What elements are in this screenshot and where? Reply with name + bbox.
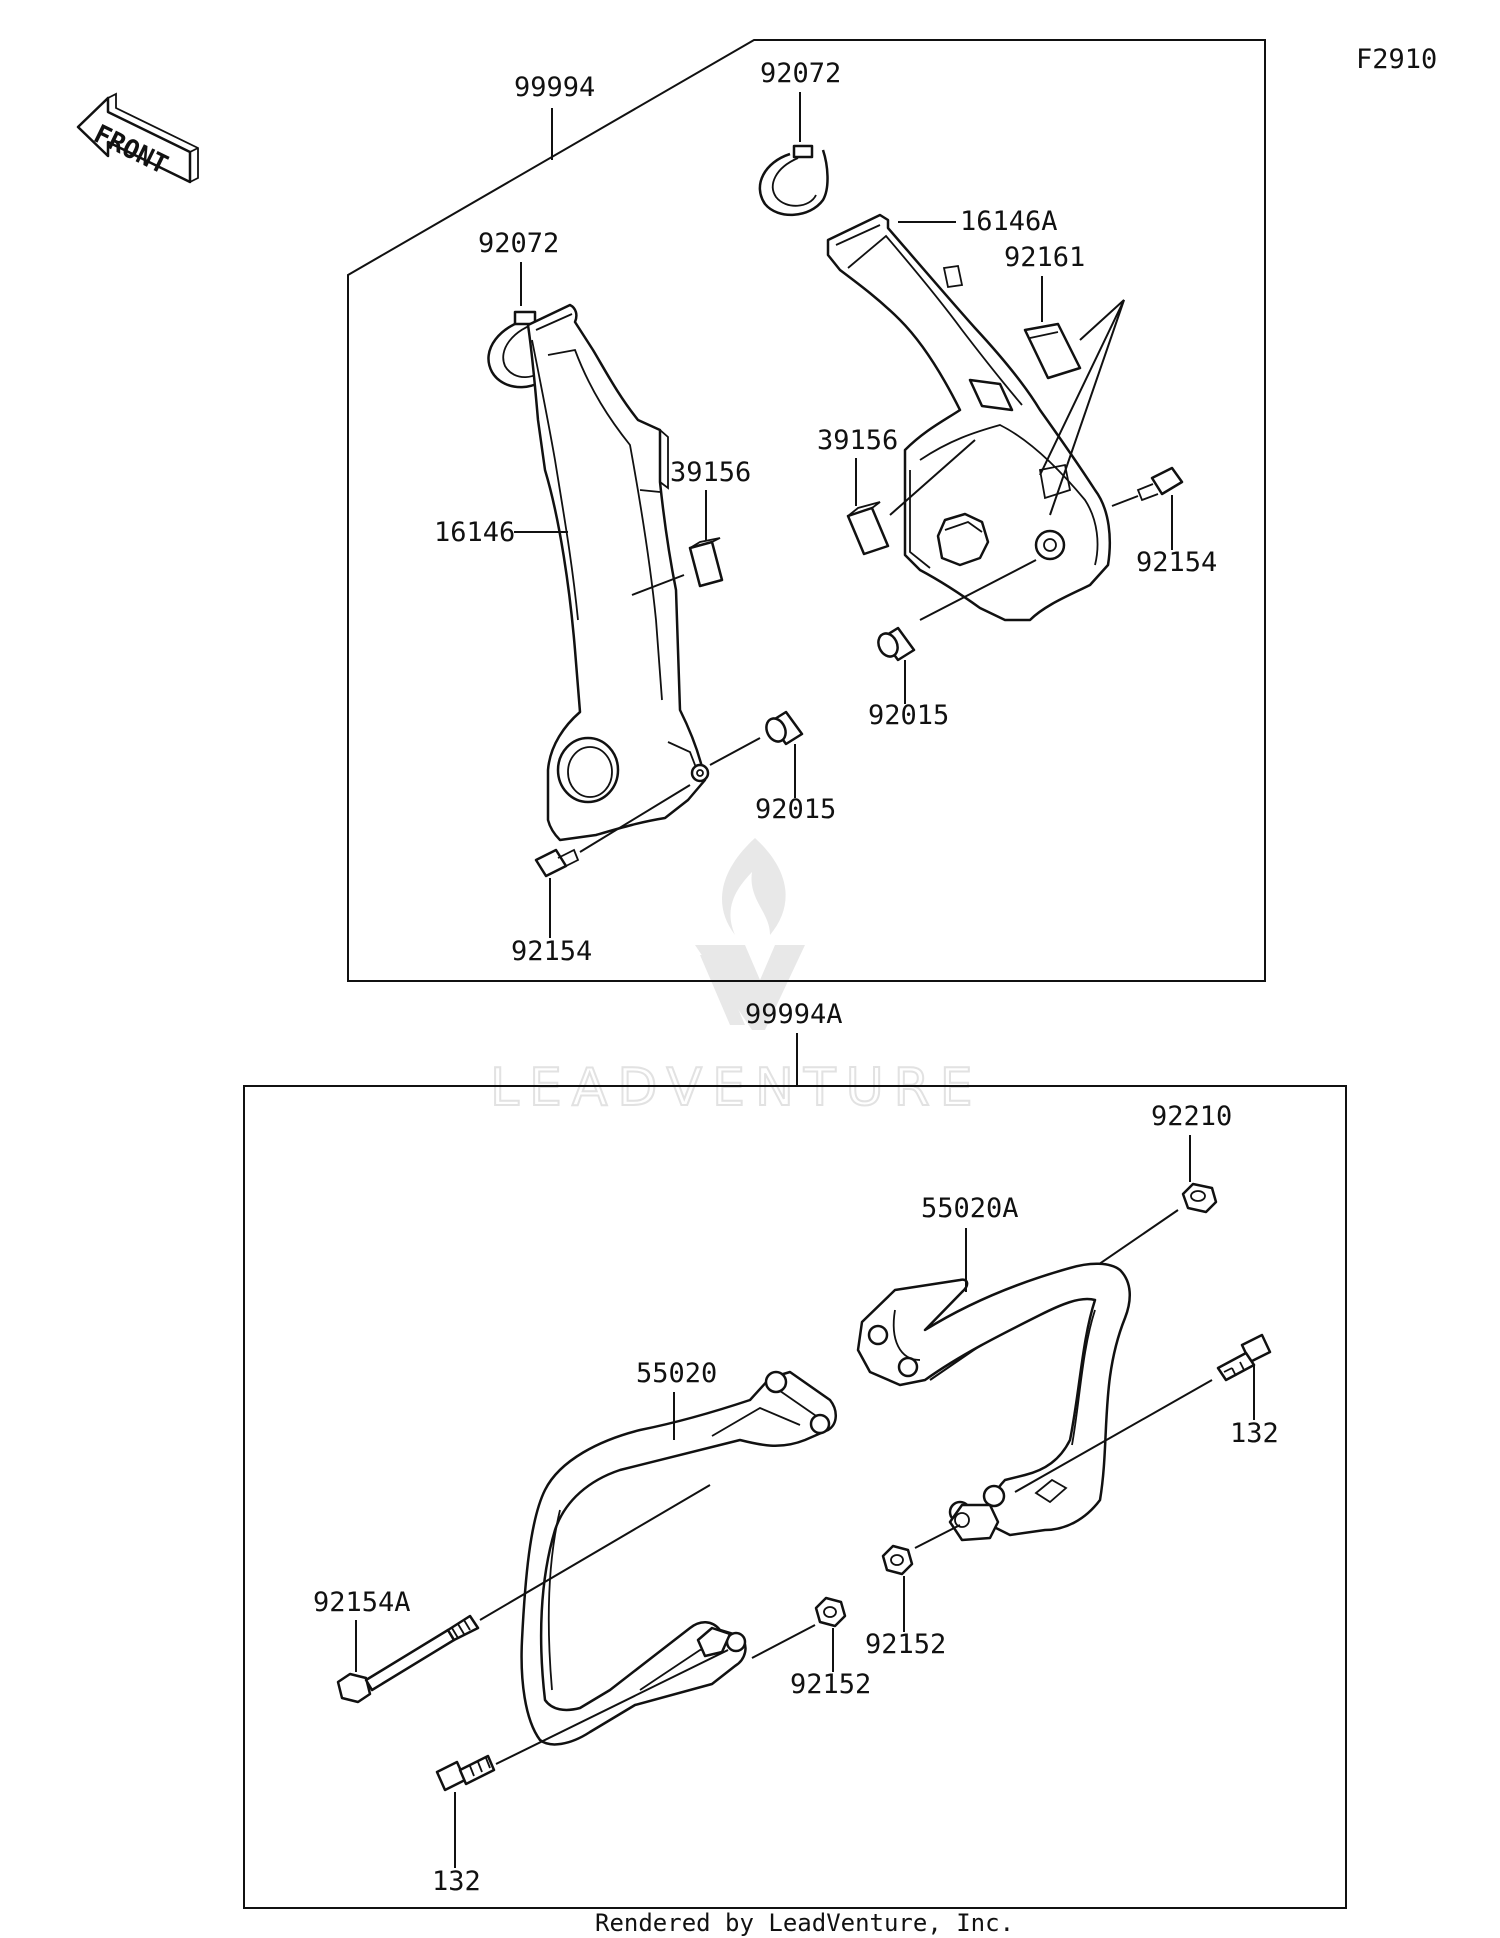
bolt-132-left (435, 1754, 496, 1792)
kit-label-upper: 99994 (514, 72, 595, 103)
label-92072-left: 92072 (478, 228, 559, 259)
label-39156-right: 39156 (817, 425, 898, 456)
collar-92015-left (765, 710, 804, 746)
bolt-132-right (1216, 1333, 1272, 1382)
label-39156-left: 39156 (670, 457, 751, 488)
label-132-left: 132 (432, 1866, 481, 1897)
bolt-92154A (336, 1614, 480, 1704)
bracket-55020A (856, 1262, 1131, 1542)
pad-39156-left (688, 537, 724, 588)
clamp-92072-right (758, 144, 829, 217)
bolt-92154-right (1136, 466, 1184, 502)
pad-92161 (1023, 322, 1082, 380)
label-16146: 16146 (434, 517, 515, 548)
label-92161: 92161 (1004, 242, 1085, 273)
label-55020A: 55020A (921, 1193, 1019, 1224)
watermark-text: LEADVENTURE (490, 1058, 983, 1118)
label-92210: 92210 (1151, 1101, 1232, 1132)
label-92154-left: 92154 (511, 936, 592, 967)
diagram-id: F2910 (1356, 44, 1437, 75)
washer-92152-right (881, 1544, 914, 1576)
upper-kit-frame (347, 39, 1266, 982)
bolt-92154-left (534, 848, 580, 878)
washer-92152-left (814, 1596, 847, 1628)
label-92072-right: 92072 (760, 58, 841, 89)
label-132-right: 132 (1230, 1418, 1279, 1449)
kit-label-lower: 99994A (745, 999, 843, 1030)
label-92154-right: 92154 (1136, 547, 1217, 578)
label-92154A: 92154A (313, 1587, 411, 1618)
bracket-55020 (520, 1370, 837, 1746)
label-92015-right: 92015 (868, 700, 949, 731)
label-92152-left: 92152 (790, 1669, 871, 1700)
watermark-logo (695, 838, 805, 1030)
handguard-16146A (826, 213, 1111, 622)
nut-92210 (1181, 1182, 1218, 1214)
label-16146A: 16146A (960, 206, 1058, 237)
front-arrow-icon: FRONT (76, 92, 199, 184)
collar-92015-right (877, 626, 916, 662)
handguard-16146 (526, 303, 710, 842)
lower-kit-frame (243, 1085, 1347, 1909)
label-92015-left: 92015 (755, 794, 836, 825)
label-92152-right: 92152 (865, 1629, 946, 1660)
pad-39156-right (846, 501, 890, 556)
label-55020: 55020 (636, 1358, 717, 1389)
footer-credit: Rendered by LeadVenture, Inc. (595, 1909, 1014, 1937)
